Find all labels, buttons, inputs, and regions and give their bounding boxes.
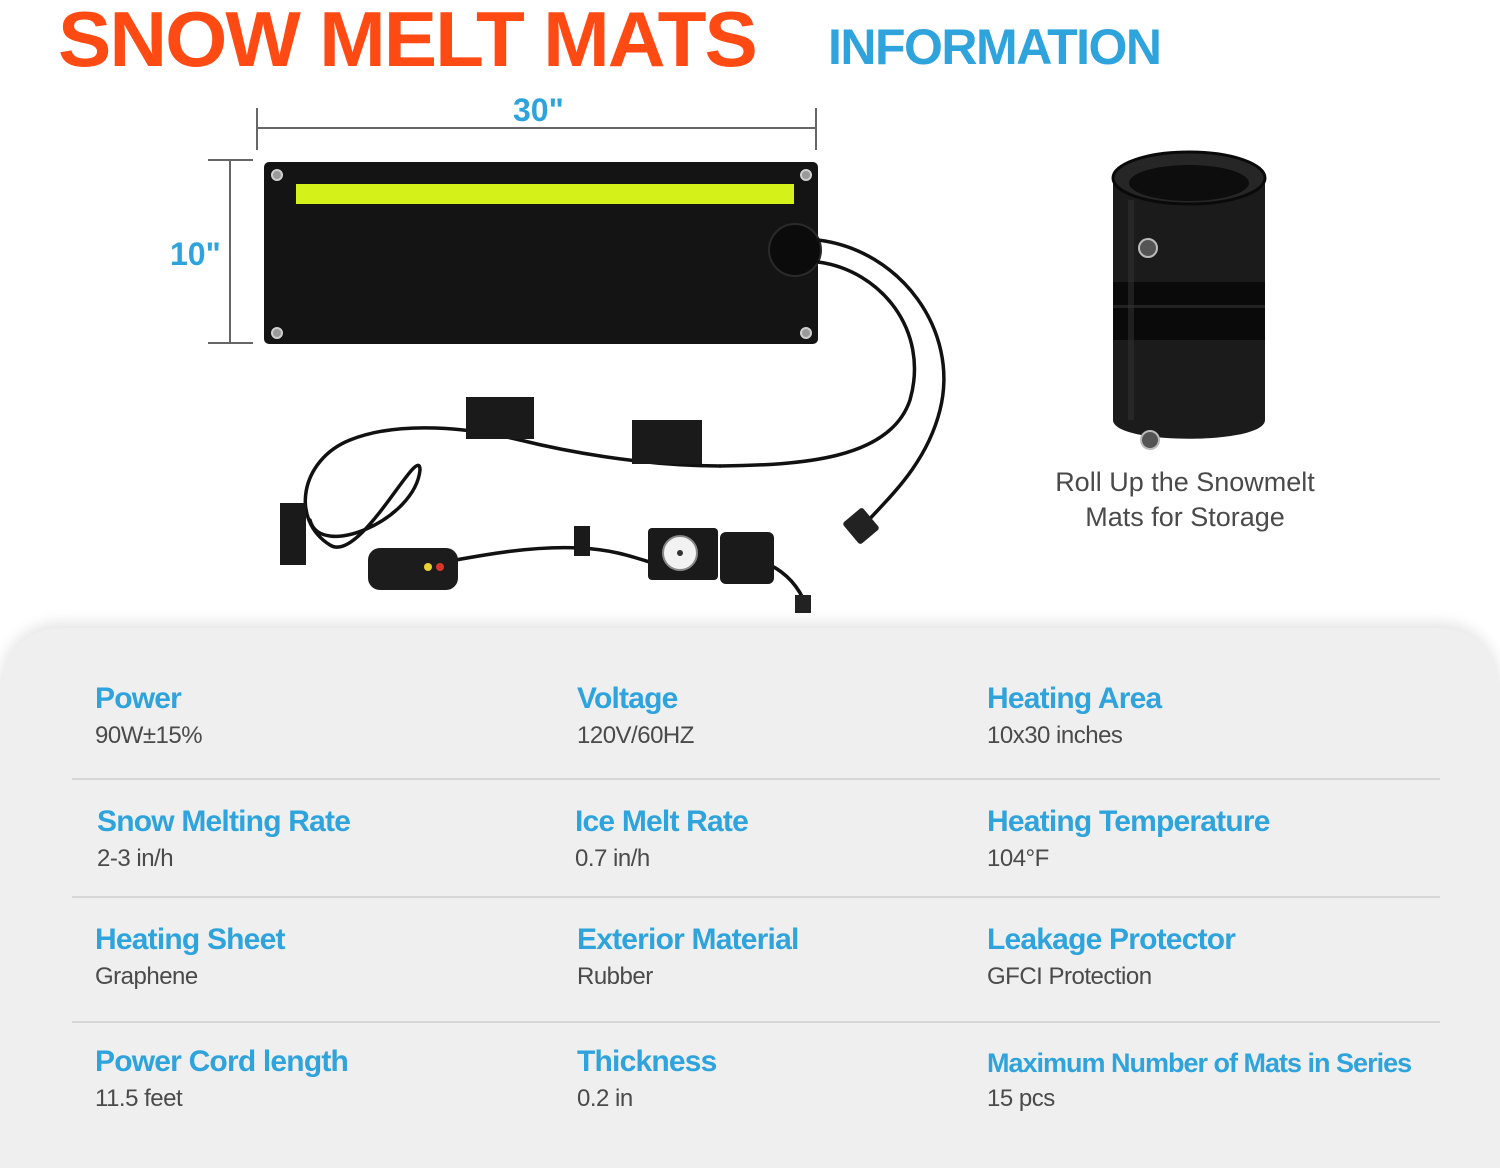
- grommet: [800, 169, 812, 181]
- spec-voltage: Voltage 120V/60HZ: [577, 682, 694, 750]
- cable-plug: [843, 508, 879, 544]
- page-title: SNOW MELT MATS: [58, 0, 758, 83]
- mat-stripe: [296, 184, 794, 204]
- spec-value: GFCI Protection: [987, 963, 1152, 990]
- spec-thickness: Thickness 0.2 in: [577, 1045, 717, 1113]
- snow-melt-mat: [264, 162, 822, 344]
- cable-junction: [768, 223, 822, 277]
- storage-caption: Roll Up the Snowmelt Mats for Storage: [1020, 465, 1350, 535]
- spec-value: 0.7 in/h: [575, 845, 650, 872]
- width-dimension-line: [256, 108, 817, 150]
- spec-label: Heating Sheet: [95, 923, 285, 956]
- spec-label: Heating Area: [987, 682, 1162, 715]
- timer-unit: [648, 528, 811, 613]
- cable-tag: [466, 397, 534, 439]
- spec-label: Snow Melting Rate: [97, 805, 351, 838]
- spec-power: Power 90W±15%: [95, 682, 203, 750]
- spec-label: Thickness: [577, 1045, 717, 1078]
- spec-exterior-material: Exterior Material Rubber: [577, 923, 799, 991]
- spec-label: Ice Melt Rate: [575, 805, 749, 838]
- spec-max-mats-in-series: Maximum Number of Mats in Series 15 pcs: [987, 1048, 1412, 1113]
- grommet: [271, 169, 283, 181]
- page-subtitle: INFORMATION: [828, 19, 1162, 75]
- row-divider: [72, 1021, 1440, 1023]
- height-dimension-line: [208, 159, 253, 344]
- spec-label: Leakage Protector: [987, 923, 1236, 956]
- spec-value: Rubber: [577, 963, 653, 990]
- spec-heating-area: Heating Area 10x30 inches: [987, 682, 1162, 750]
- storage-caption-line: Roll Up the Snowmelt: [1055, 467, 1315, 497]
- spec-label: Voltage: [577, 682, 678, 715]
- spec-value: 104°F: [987, 845, 1049, 872]
- cable-tag: [632, 420, 702, 464]
- spec-value: 0.2 in: [577, 1085, 633, 1112]
- spec-heating-sheet: Heating Sheet Graphene: [95, 923, 285, 991]
- grommet: [1138, 238, 1158, 258]
- grommet: [800, 327, 812, 339]
- spec-panel: Power 90W±15% Voltage 120V/60HZ Heating …: [0, 628, 1500, 1168]
- spec-ice-melt-rate: Ice Melt Rate 0.7 in/h: [575, 805, 749, 873]
- spec-label: Power: [95, 682, 182, 715]
- width-dimension-label: 30": [513, 92, 564, 128]
- spec-power-cord-length: Power Cord length 11.5 feet: [95, 1045, 349, 1113]
- grommet: [1140, 430, 1160, 450]
- spec-value: Graphene: [95, 963, 198, 990]
- cable-tag: [280, 503, 306, 565]
- spec-value: 10x30 inches: [987, 722, 1123, 749]
- storage-caption-line: Mats for Storage: [1085, 502, 1285, 532]
- spec-value: 90W±15%: [95, 722, 203, 749]
- gfci-protector: [368, 548, 458, 590]
- spec-label: Exterior Material: [577, 923, 799, 956]
- spec-leakage-protector: Leakage Protector GFCI Protection: [987, 923, 1236, 991]
- row-divider: [72, 896, 1440, 898]
- rolled-mat: [1111, 150, 1267, 450]
- spec-value: 120V/60HZ: [577, 722, 694, 749]
- spec-heating-temperature: Heating Temperature 104°F: [987, 805, 1270, 873]
- spec-label: Heating Temperature: [987, 805, 1270, 838]
- spec-label: Maximum Number of Mats in Series: [987, 1048, 1412, 1078]
- spec-value: 2-3 in/h: [97, 845, 174, 872]
- height-dimension-label: 10": [170, 236, 221, 272]
- spec-label: Power Cord length: [95, 1045, 349, 1078]
- spec-snow-melting-rate: Snow Melting Rate 2-3 in/h: [97, 805, 351, 873]
- spec-value: 15 pcs: [987, 1085, 1055, 1112]
- cable-tag: [574, 526, 590, 556]
- spec-value: 11.5 feet: [95, 1085, 183, 1112]
- grommet: [271, 327, 283, 339]
- row-divider: [72, 778, 1440, 780]
- product-illustration: [208, 108, 1267, 613]
